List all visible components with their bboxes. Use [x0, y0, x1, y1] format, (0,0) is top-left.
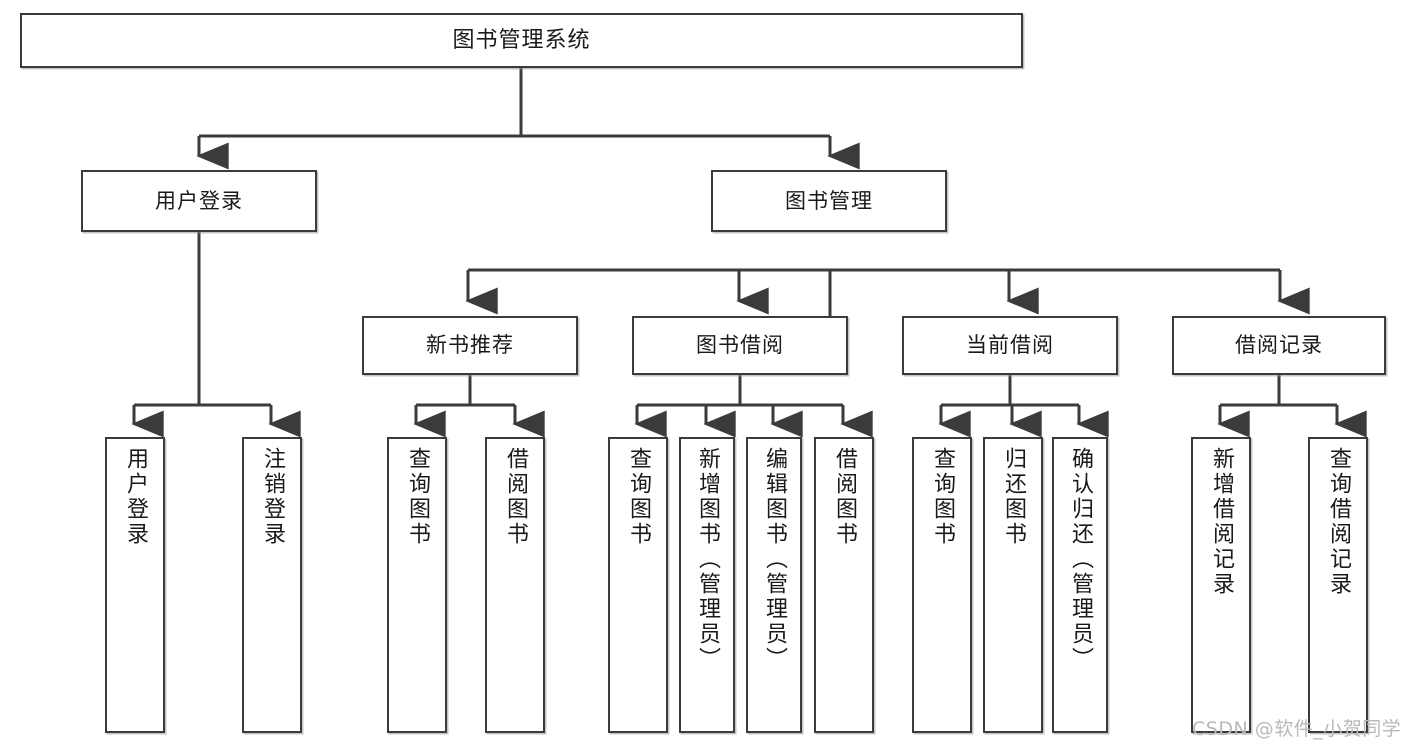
- node-leaf-add-record[interactable]: 新增借阅记录: [1191, 437, 1251, 733]
- node-leaf-borrow-book-2[interactable]: 借阅图书: [814, 437, 874, 733]
- node-leaf-edit-book-label: 编辑图书（管理员）: [762, 447, 787, 672]
- node-leaf-confirm-return[interactable]: 确认归还（管理员）: [1052, 437, 1108, 733]
- node-root-label: 图书管理系统: [452, 27, 591, 53]
- node-new-book-rec-label: 新书推荐: [426, 333, 514, 358]
- node-book-manage[interactable]: 图书管理: [711, 170, 947, 232]
- node-leaf-user-login-label: 用户登录: [123, 447, 148, 547]
- node-leaf-add-book-label: 新增图书（管理员）: [695, 447, 720, 672]
- node-leaf-add-book[interactable]: 新增图书（管理员）: [679, 437, 735, 733]
- node-leaf-query-book-2[interactable]: 查询图书: [608, 437, 668, 733]
- node-leaf-add-record-label: 新增借阅记录: [1209, 447, 1234, 597]
- node-current-borrow-label: 当前借阅: [966, 333, 1054, 358]
- node-leaf-query-book-3[interactable]: 查询图书: [912, 437, 972, 733]
- watermark: CSDN @软件_小贺同学: [1192, 718, 1402, 740]
- node-leaf-query-book-3-label: 查询图书: [930, 447, 955, 547]
- node-leaf-query-record-label: 查询借阅记录: [1326, 447, 1351, 597]
- node-leaf-borrow-book-1-label: 借阅图书: [503, 447, 528, 547]
- node-current-borrow[interactable]: 当前借阅: [902, 316, 1118, 375]
- node-book-borrow-label: 图书借阅: [696, 333, 784, 358]
- node-borrow-record[interactable]: 借阅记录: [1172, 316, 1386, 375]
- node-leaf-query-book-2-label: 查询图书: [626, 447, 651, 547]
- node-leaf-query-record[interactable]: 查询借阅记录: [1308, 437, 1368, 733]
- node-root[interactable]: 图书管理系统: [20, 13, 1023, 68]
- node-leaf-user-login[interactable]: 用户登录: [105, 437, 165, 733]
- node-borrow-record-label: 借阅记录: [1235, 333, 1323, 358]
- node-leaf-user-logout[interactable]: 注销登录: [242, 437, 302, 733]
- node-user-login[interactable]: 用户登录: [81, 170, 317, 232]
- node-leaf-query-book-1[interactable]: 查询图书: [387, 437, 447, 733]
- node-leaf-return-book[interactable]: 归还图书: [983, 437, 1043, 733]
- node-leaf-edit-book[interactable]: 编辑图书（管理员）: [746, 437, 802, 733]
- node-book-borrow[interactable]: 图书借阅: [632, 316, 848, 375]
- node-leaf-return-book-label: 归还图书: [1001, 447, 1026, 547]
- node-new-book-rec[interactable]: 新书推荐: [362, 316, 578, 375]
- node-leaf-borrow-book-2-label: 借阅图书: [832, 447, 857, 547]
- node-leaf-borrow-book-1[interactable]: 借阅图书: [485, 437, 545, 733]
- node-leaf-confirm-return-label: 确认归还（管理员）: [1068, 447, 1093, 672]
- node-user-login-label: 用户登录: [155, 188, 243, 213]
- node-leaf-query-book-1-label: 查询图书: [405, 447, 430, 547]
- node-leaf-user-logout-label: 注销登录: [260, 447, 285, 547]
- node-book-manage-label: 图书管理: [785, 188, 873, 213]
